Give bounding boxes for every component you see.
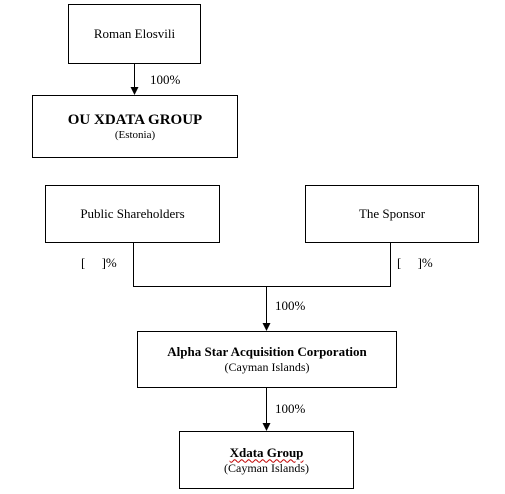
node-title: The Sponsor <box>358 206 426 221</box>
edge-label-alpha-to-xdata: 100% <box>275 401 306 416</box>
node-title: Roman Elosvili <box>93 26 176 41</box>
edge-label-join-to-alpha: 100% <box>275 298 306 313</box>
node-subtitle: (Estonia) <box>114 129 156 141</box>
node-ou-xdata-group: OU XDATA GROUP (Estonia) <box>32 95 238 158</box>
node-subtitle: (Cayman Islands) <box>224 360 310 374</box>
node-alpha-star: Alpha Star Acquisition Corporation (Caym… <box>137 331 397 388</box>
node-title: Public Shareholders <box>80 206 185 221</box>
edge-label-sponsor-share: [ ]% <box>397 255 433 270</box>
node-roman-elosvili: Roman Elosvili <box>68 4 201 64</box>
node-the-sponsor: The Sponsor <box>305 185 479 243</box>
node-public-shareholders: Public Shareholders <box>45 185 220 243</box>
node-xdata-group: Xdata Group (Cayman Islands) <box>179 431 354 489</box>
edge-label-public-share: [ ]% <box>81 255 117 270</box>
node-title: Xdata Group <box>229 444 304 460</box>
edge-label-owner-to-ou: 100% <box>150 72 181 87</box>
node-title: OU XDATA GROUP <box>67 112 203 128</box>
node-title: Alpha Star Acquisition Corporation <box>167 344 367 359</box>
node-subtitle: (Cayman Islands) <box>224 460 309 475</box>
